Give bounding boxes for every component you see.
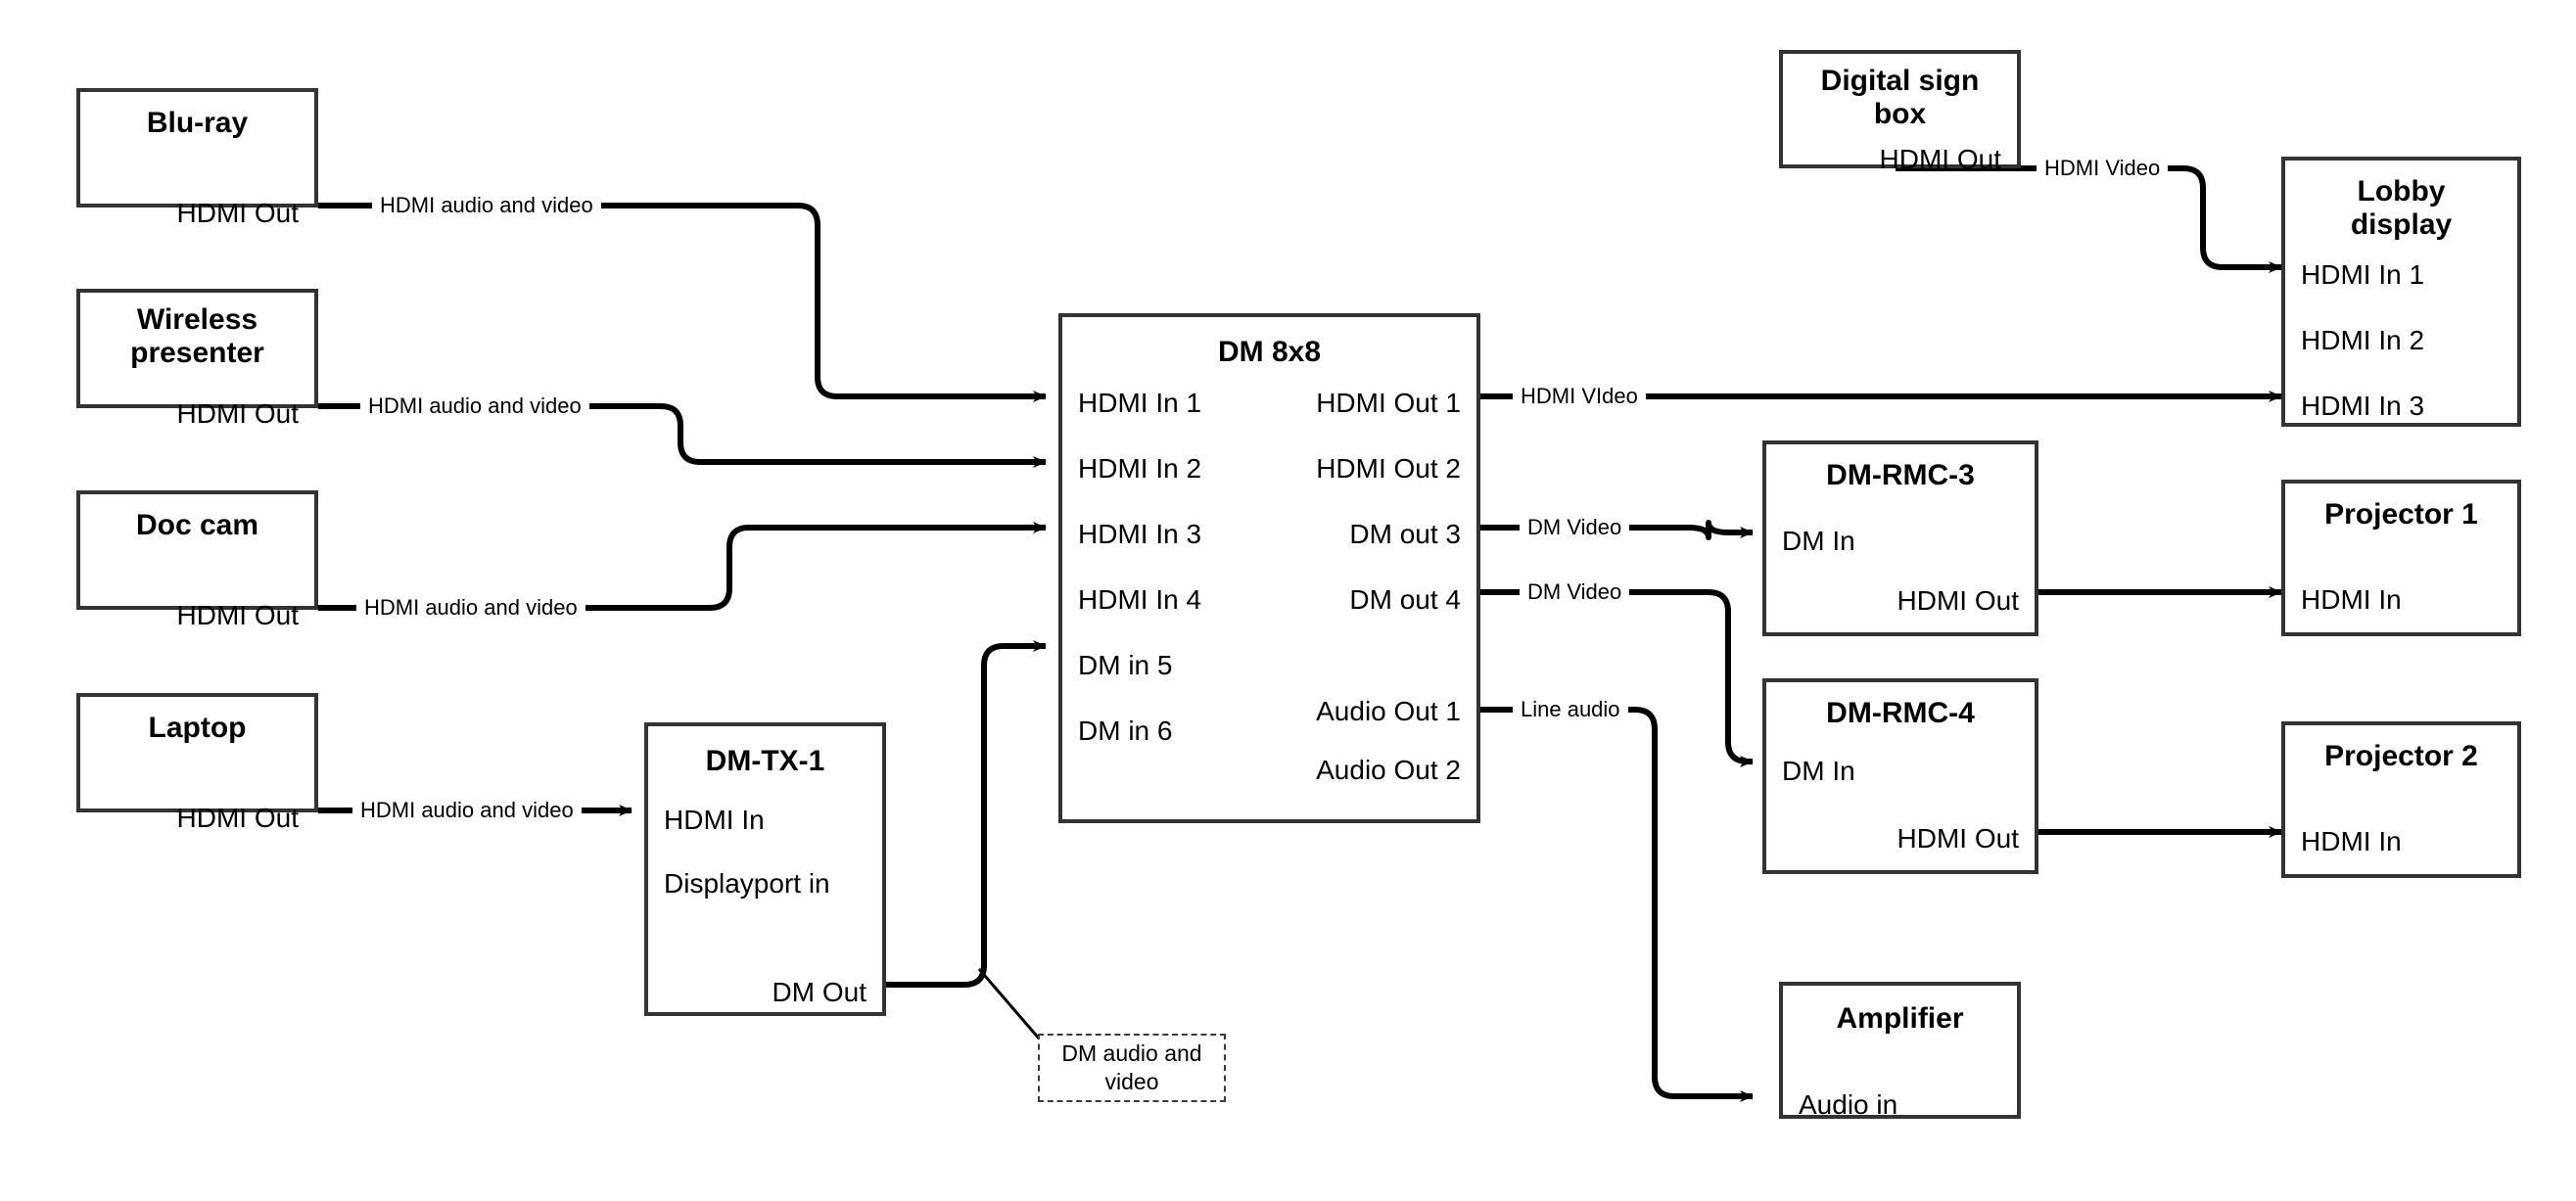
wire-label-laptop: HDMI audio and video — [352, 800, 582, 821]
wire-wireless-to-dm8x8 — [318, 403, 1047, 468]
port-hdmi-in-3: HDMI In 3 — [1078, 519, 1202, 549]
node-title-line1: Wireless — [136, 303, 258, 336]
node-title: DM-RMC-3 — [1826, 459, 1975, 491]
port-hdmi-out: HDMI Out — [1897, 823, 2019, 854]
port-hdmi-in: HDMI In — [2301, 584, 2402, 615]
port-hdmi-in: HDMI In — [2301, 826, 2402, 856]
port-audio-out-2: Audio Out 2 — [1316, 755, 1461, 785]
node-title: Amplifier — [1836, 1002, 1964, 1035]
port-dm-out-4: DM out 4 — [1349, 584, 1461, 615]
port-hdmi-out-2: HDMI Out 2 — [1316, 453, 1461, 484]
port-dm-in-6: DM in 6 — [1078, 716, 1173, 746]
port-dm-in: DM In — [1782, 526, 1855, 556]
wire-dmtx1-to-dm8x8 — [886, 640, 1047, 988]
port-hdmi-in-1: HDMI In 1 — [1078, 388, 1202, 418]
node-amplifier[interactable]: Amplifier Audio in — [1779, 982, 2021, 1119]
port-hdmi-out: HDMI Out — [176, 198, 299, 228]
port-dm-out-3: DM out 3 — [1349, 519, 1461, 549]
wire-label-line-audio: Line audio — [1513, 699, 1628, 720]
node-projector-2[interactable]: Projector 2 HDMI In — [2281, 721, 2521, 878]
wire-label-doccam: HDMI audio and video — [356, 597, 585, 619]
wire-dm8x8-audioout1-to-amplifier — [1480, 707, 1754, 1102]
port-hdmi-out: HDMI Out — [1897, 585, 2019, 616]
wire-dm8x8-dmout4-to-dmrmc4 — [1480, 589, 1754, 767]
wire-doccam-to-dm8x8 — [318, 522, 1047, 611]
port-hdmi-in: HDMI In — [664, 805, 765, 835]
wire-digitalsign-to-lobby — [1896, 165, 2282, 273]
node-title-line2: display — [2350, 208, 2453, 241]
port-audio-out-1: Audio Out 1 — [1316, 696, 1461, 726]
wire-label-wireless: HDMI audio and video — [360, 395, 589, 417]
port-hdmi-in-3: HDMI In 3 — [2301, 391, 2425, 421]
node-doc-cam[interactable]: Doc cam HDMI Out — [76, 490, 318, 629]
node-title: DM-RMC-4 — [1826, 697, 1975, 729]
callout-dm-audio-and-video: DM audio and video — [1038, 1034, 1226, 1102]
node-title: Laptop — [148, 712, 247, 744]
node-title-line2: box — [1873, 98, 1927, 130]
port-hdmi-out: HDMI Out — [176, 803, 299, 833]
node-wireless-presenter[interactable]: Wireless presenter HDMI Out — [76, 289, 318, 428]
node-lobby-display[interactable]: Lobby display HDMI In 1 HDMI In 2 HDMI I… — [2281, 157, 2521, 427]
wire-label-hdmi-video: HDMI VIdeo — [1513, 386, 1646, 407]
wire-dm8x8-dmout3-to-dmrmc3 — [1480, 520, 1754, 540]
port-hdmi-out: HDMI Out — [176, 398, 299, 429]
port-hdmi-out: HDMI Out — [176, 600, 299, 630]
port-hdmi-in-4: HDMI In 4 — [1078, 584, 1202, 615]
port-dm-out: DM Out — [772, 977, 866, 1007]
node-title-line2: presenter — [130, 337, 264, 369]
node-dm-rmc-3[interactable]: DM-RMC-3 DM In HDMI Out — [1762, 440, 2038, 636]
node-dm-rmc-4[interactable]: DM-RMC-4 DM In HDMI Out — [1762, 678, 2038, 874]
node-title: DM-TX-1 — [705, 745, 825, 777]
wire-label-sign-to-lobby: HDMI Video — [2037, 158, 2169, 179]
node-projector-1[interactable]: Projector 1 HDMI In — [2281, 480, 2521, 636]
node-title: DM 8x8 — [1217, 336, 1322, 368]
node-laptop[interactable]: Laptop HDMI Out — [76, 693, 318, 832]
wire-label-bluray: HDMI audio and video — [372, 195, 601, 216]
node-dm-tx-1[interactable]: DM-TX-1 HDMI In Displayport in DM Out — [644, 722, 886, 1016]
node-title: Projector 2 — [2324, 740, 2478, 772]
port-hdmi-out-1: HDMI Out 1 — [1316, 388, 1461, 418]
wire-bluray-to-dm8x8 — [318, 203, 1047, 402]
port-hdmi-in-2: HDMI In 2 — [1078, 453, 1202, 484]
node-title: Projector 1 — [2324, 498, 2478, 531]
wire-label-dm-video-3: DM Video — [1520, 517, 1630, 538]
node-digital-sign-box[interactable]: Digital sign box HDMI Out — [1779, 50, 2021, 173]
callout-text: DM audio and video — [1061, 1040, 1202, 1094]
wire-label-dm-video-4: DM Video — [1520, 581, 1630, 603]
node-bluray[interactable]: Blu-ray HDMI Out — [76, 88, 318, 227]
node-title-line1: Digital sign — [1820, 65, 1980, 97]
node-title: Doc cam — [135, 509, 259, 541]
port-audio-in: Audio in — [1799, 1089, 1898, 1120]
port-hdmi-out: HDMI Out — [1879, 144, 2001, 174]
port-displayport-in: Displayport in — [664, 868, 830, 899]
port-dm-in-5: DM in 5 — [1078, 650, 1173, 680]
node-title: Blu-ray — [146, 107, 249, 139]
port-dm-in: DM In — [1782, 756, 1855, 786]
node-title-line1: Lobby — [2357, 175, 2446, 208]
callout-leader-line — [977, 968, 1042, 1040]
node-dm-8x8[interactable]: DM 8x8 HDMI In 1 HDMI In 2 HDMI In 3 HDM… — [1058, 313, 1480, 823]
port-hdmi-in-1: HDMI In 1 — [2301, 259, 2425, 290]
port-hdmi-in-2: HDMI In 2 — [2301, 325, 2425, 355]
